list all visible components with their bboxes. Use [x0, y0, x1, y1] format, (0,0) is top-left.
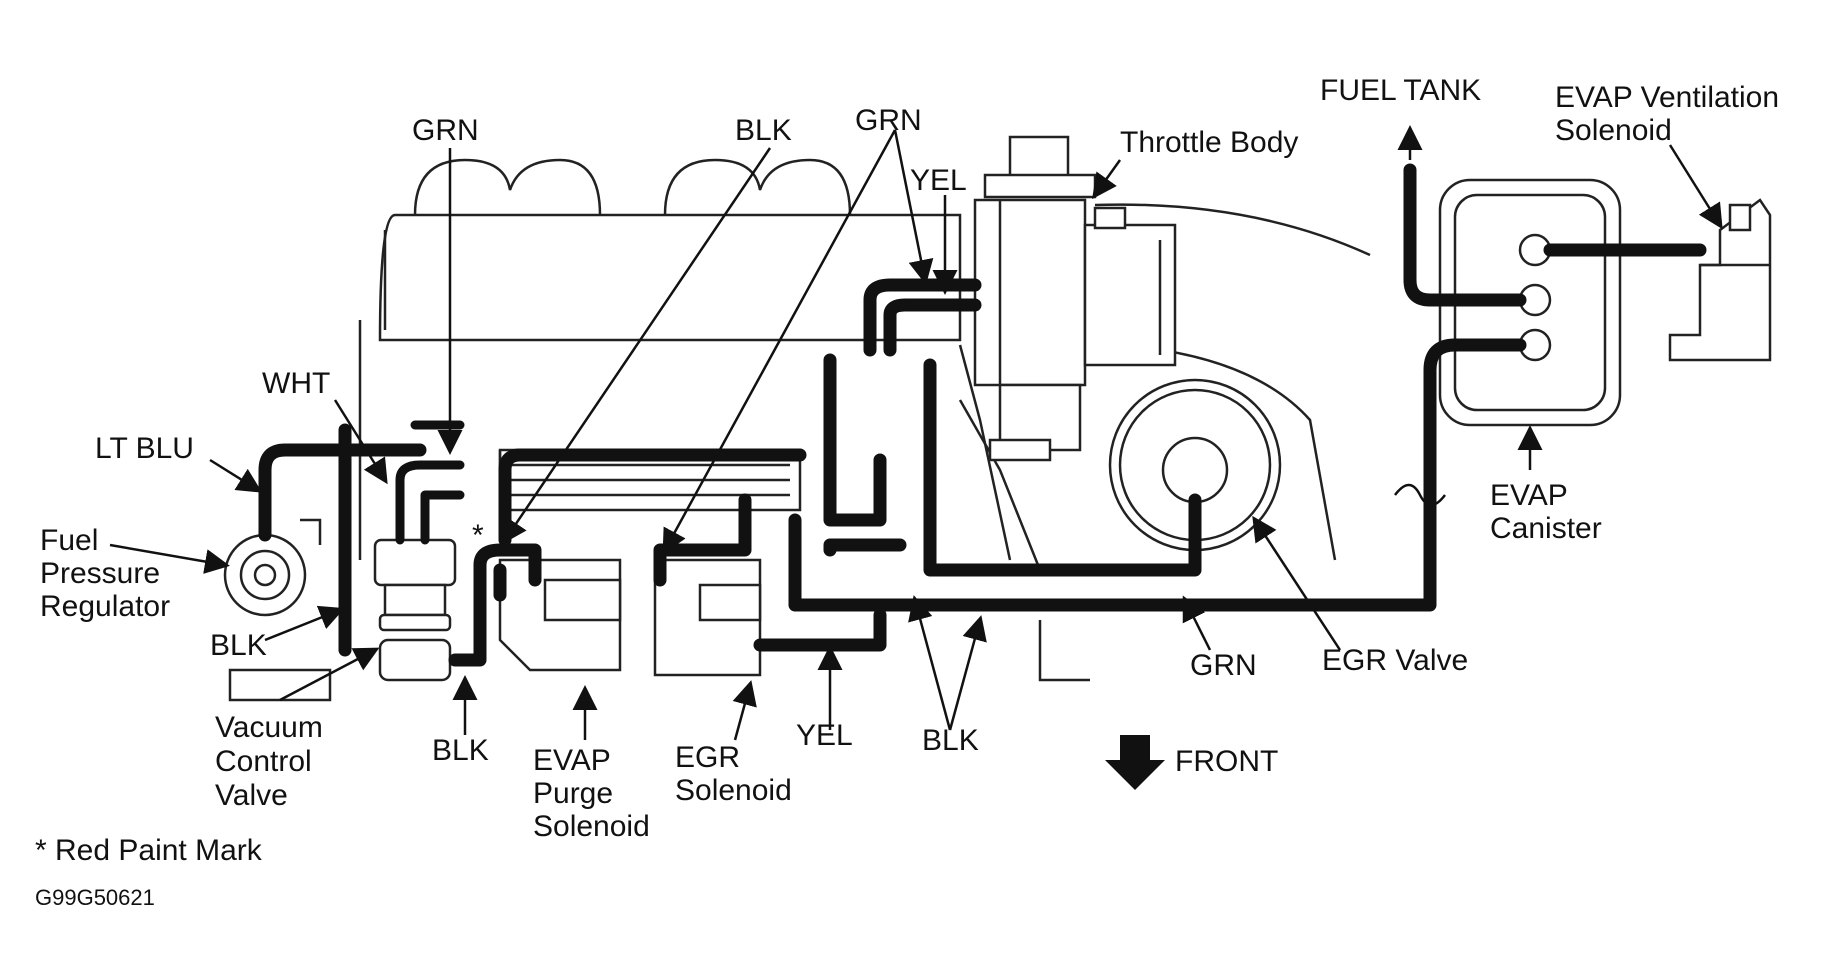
label-grn-bottom: GRN — [1190, 649, 1257, 682]
label-evap-purge-line1: EVAP — [533, 744, 611, 777]
label-blk-bottom: BLK — [432, 734, 489, 767]
label-vacuum-control-line3: Valve — [215, 779, 288, 812]
label-yel-top: YEL — [910, 164, 967, 197]
vacuum-control-valve — [373, 538, 457, 682]
label-wht: WHT — [262, 367, 330, 400]
label-throttle-body: Throttle Body — [1120, 126, 1298, 159]
label-fuel-pressure-line1: Fuel — [40, 524, 98, 557]
label-asterisk: * — [472, 519, 484, 552]
label-grn-top-right: GRN — [855, 104, 922, 137]
label-egr-solenoid-line2: Solenoid — [675, 774, 792, 807]
label-fuel-pressure-line2: Pressure — [40, 557, 160, 590]
line-break-symbol — [1394, 483, 1446, 507]
evap-purge-solenoid — [498, 558, 622, 672]
label-fuel-tank: FUEL TANK — [1320, 74, 1481, 107]
label-evap-purge-line3: Solenoid — [533, 810, 650, 843]
footnote-red-paint-mark: * Red Paint Mark — [35, 834, 263, 867]
label-blk-left: BLK — [210, 629, 267, 662]
fuel-pressure-regulator — [223, 533, 307, 617]
figure-code: G99G50621 — [35, 885, 155, 910]
label-evap-ventilation-line1: EVAP Ventilation — [1555, 81, 1779, 114]
label-evap-ventilation-line2: Solenoid — [1555, 114, 1672, 147]
label-lt-blu: LT BLU — [95, 432, 194, 465]
evap-canister — [1438, 178, 1622, 427]
label-grn-top-left: GRN — [412, 114, 479, 147]
label-evap-canister-line2: Canister — [1490, 512, 1602, 545]
label-egr-valve: EGR Valve — [1322, 644, 1468, 677]
label-evap-purge-line2: Purge — [533, 777, 613, 810]
label-fuel-pressure-line3: Regulator — [40, 590, 170, 623]
egr-valve — [1108, 378, 1282, 552]
evap-ventilation-solenoid — [1668, 198, 1772, 362]
label-blk-top: BLK — [735, 114, 792, 147]
leader-lines — [109, 125, 1723, 741]
label-vacuum-control-line2: Control — [215, 745, 312, 778]
label-blk-bottom-right: BLK — [922, 724, 979, 757]
egr-solenoid — [653, 558, 762, 677]
throttle-body — [973, 135, 1177, 462]
vacuum-hoses — [258, 163, 1707, 667]
label-evap-canister-line1: EVAP — [1490, 479, 1568, 512]
label-vacuum-control-line1: Vacuum — [215, 711, 323, 744]
labels: GRN BLK GRN YEL Throttle Body FUEL TANK … — [35, 74, 1779, 910]
label-egr-solenoid-line1: EGR — [675, 741, 740, 774]
label-front: FRONT — [1175, 745, 1278, 778]
label-yel-bottom: YEL — [796, 719, 853, 752]
manifold-tubes — [498, 448, 802, 540]
front-arrow-icon — [1105, 735, 1165, 790]
